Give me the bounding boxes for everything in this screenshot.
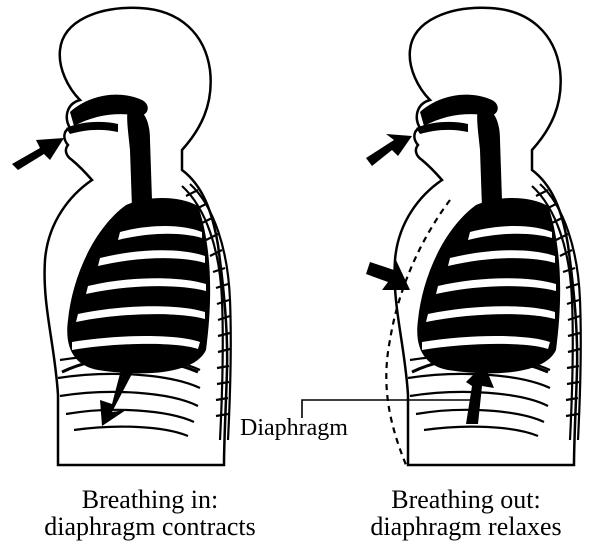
- figure-breathing-in: [12, 8, 231, 465]
- caption-in-line1: Breathing in:: [0, 486, 300, 513]
- figure-breathing-out: [366, 8, 581, 465]
- caption-in-line2: diaphragm contracts: [0, 513, 300, 540]
- diaphragm-label: Diaphragm: [240, 415, 348, 441]
- caption-out-line2: diaphragm relaxes: [340, 513, 592, 540]
- caption-breathing-out: Breathing out: diaphragm relaxes: [340, 486, 592, 540]
- airflow-out-arrow: [366, 134, 412, 166]
- airflow-in-arrow: [12, 138, 64, 170]
- caption-out-line1: Breathing out:: [340, 486, 592, 513]
- caption-breathing-in: Breathing in: diaphragm contracts: [0, 486, 300, 540]
